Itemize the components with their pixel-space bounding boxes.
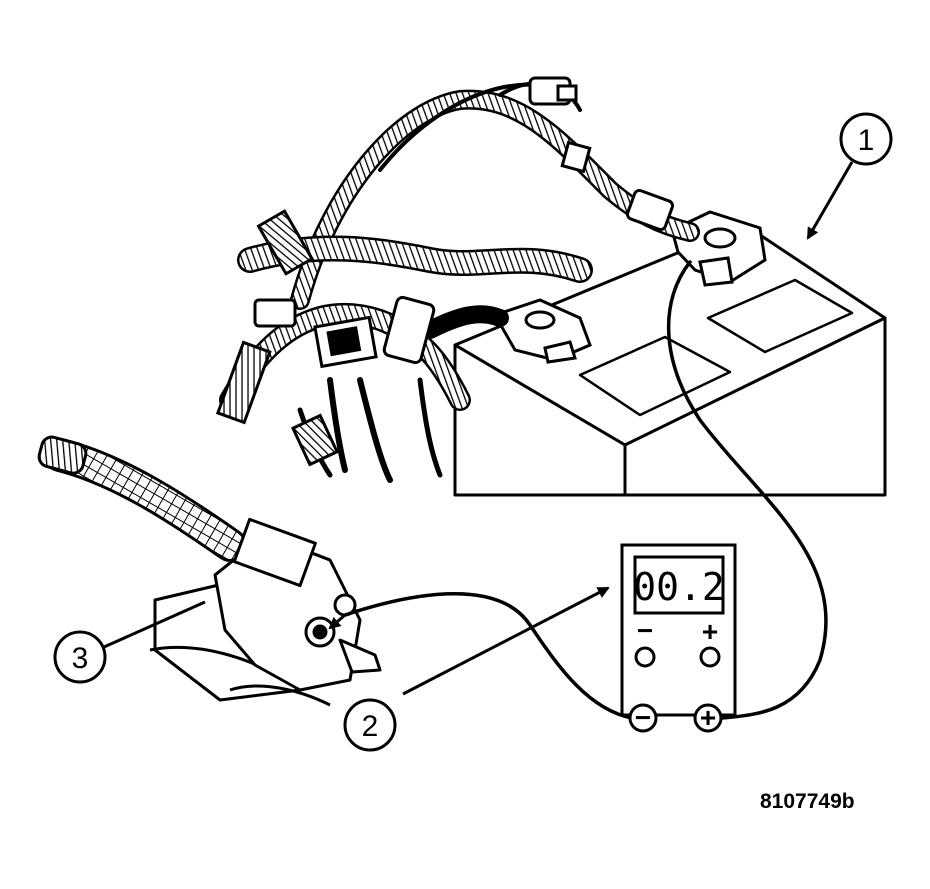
meter-display — [633, 555, 725, 615]
battery-vent-cap-right — [706, 278, 854, 354]
callout-3-label: 3 — [72, 642, 89, 675]
lead-probes: − + — [628, 702, 723, 733]
negative-probe — [628, 703, 658, 733]
negative-battery-terminal — [492, 298, 592, 364]
meter-neg-label: − — [637, 615, 653, 646]
positive-probe — [693, 703, 723, 733]
starter-motor — [37, 435, 382, 707]
callout-1-label: 1 — [858, 124, 875, 157]
figure-id: 8107749b — [760, 790, 855, 813]
meter-pos-label: + — [702, 616, 718, 647]
harness-connectors — [253, 76, 675, 369]
corrugated-loom — [215, 209, 340, 467]
test-lead-arrow — [328, 613, 346, 630]
callout-2-label: 2 — [362, 710, 379, 743]
test-leads — [343, 260, 828, 720]
negative-probe-symbol: − — [635, 702, 651, 733]
meter-pos-jack — [699, 646, 721, 668]
positive-probe-symbol: + — [700, 702, 716, 733]
battery-vent-cap-left — [578, 335, 732, 417]
positive-test-lead — [666, 260, 828, 720]
callout-1: 1 — [806, 112, 893, 240]
negative-test-lead — [343, 592, 634, 720]
meter-reading: 00.2 — [633, 565, 725, 609]
battery-side — [623, 316, 887, 497]
meter-neg-jack — [634, 646, 656, 668]
callout-2: 2 — [343, 586, 610, 752]
digital-voltmeter: 00.2 − + — [620, 543, 737, 717]
callout-3: 3 — [53, 600, 206, 684]
